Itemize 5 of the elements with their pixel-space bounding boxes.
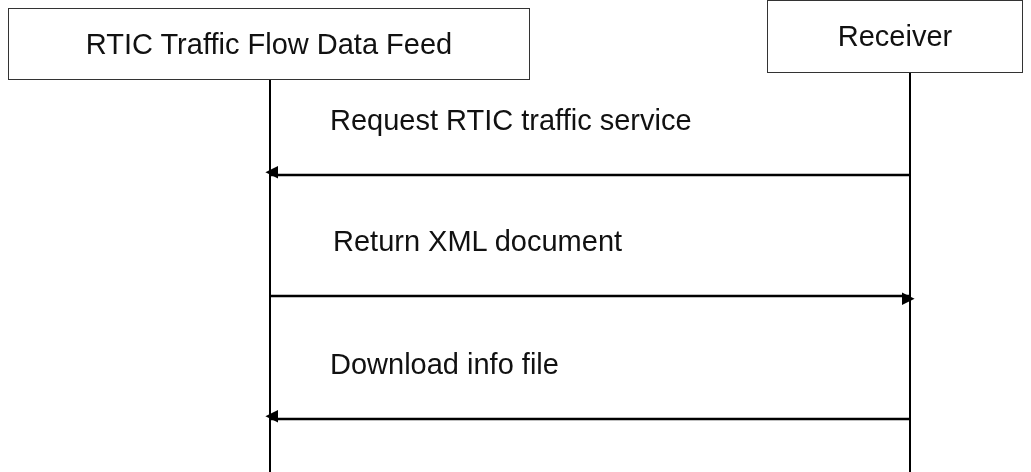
message-arrow <box>265 165 911 179</box>
participant-box: Receiver <box>767 0 1023 73</box>
message-arrow <box>271 292 915 306</box>
participant-box: RTIC Traffic Flow Data Feed <box>8 8 530 80</box>
message-arrow <box>265 409 911 423</box>
